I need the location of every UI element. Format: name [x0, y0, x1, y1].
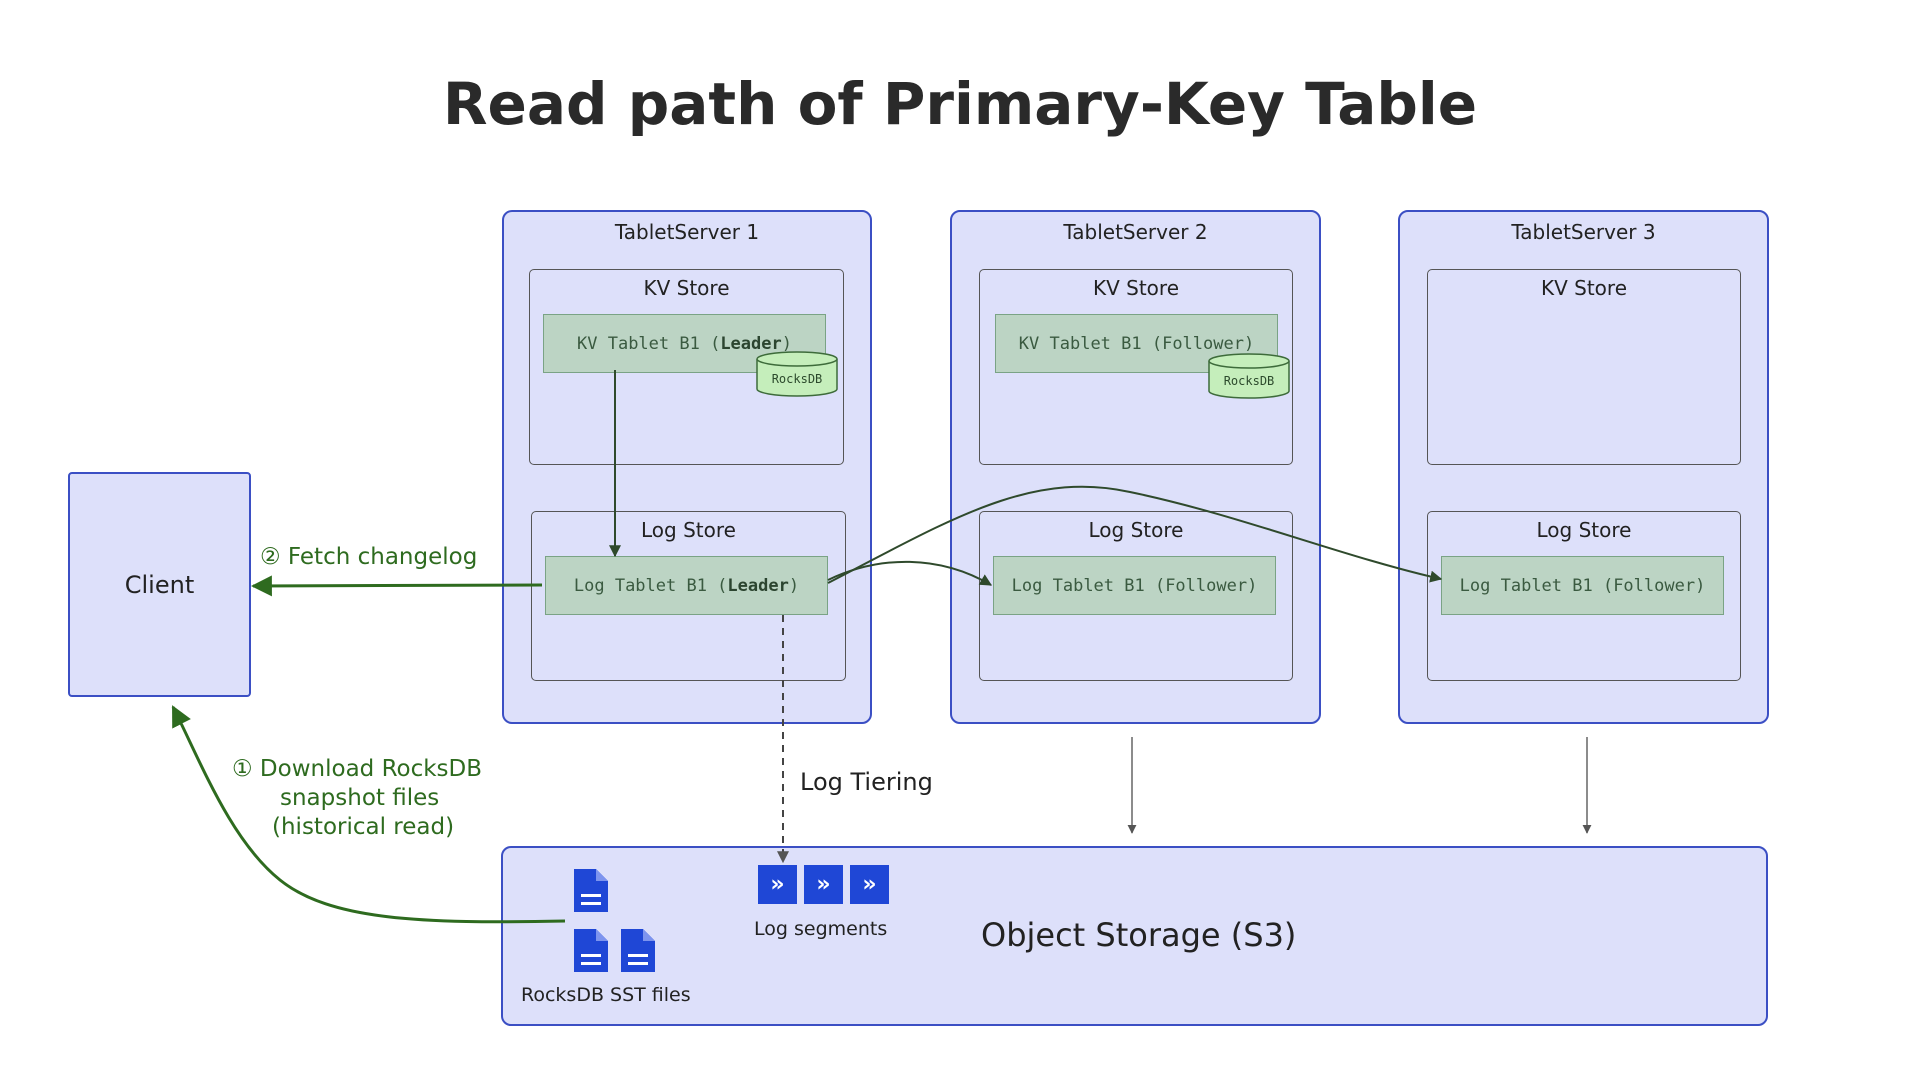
sst-file-icon-3	[621, 929, 655, 972]
page-title: Read path of Primary-Key Table	[442, 70, 1478, 138]
log-tablet-follower-2-label: Log Tablet B1 (Follower)	[1011, 575, 1258, 596]
rocksdb-label-2: RocksDB	[1224, 374, 1275, 388]
rocksdb-cylinder-2: RocksDB	[1208, 353, 1290, 399]
log-store-3[interactable]: Log Store Log Tablet B1 (Follower)	[1427, 511, 1741, 681]
log-segment-icon-3: »	[850, 865, 889, 904]
log-store-3-label: Log Store	[1536, 518, 1632, 542]
log-store-1-label: Log Store	[641, 518, 736, 542]
download-label-line2: snapshot files	[280, 785, 440, 811]
download-label-line3: (historical read)	[272, 814, 455, 840]
fetch-changelog-arrow	[250, 575, 543, 597]
kv-tablet-leader-role: Leader	[720, 333, 782, 354]
log-store-2[interactable]: Log Store Log Tablet B1 (Follower)	[979, 511, 1293, 681]
kv-store-3[interactable]: KV Store	[1427, 269, 1741, 465]
kv-store-1-label: KV Store	[643, 276, 730, 300]
log-segment-icon-1: »	[758, 865, 797, 904]
tablet-server-2-label: TabletServer 2	[1063, 220, 1208, 244]
download-snapshot-arrow	[171, 705, 566, 924]
client-label: Client	[124, 570, 195, 599]
log-tablet-leader-suffix: )	[788, 575, 800, 596]
kv-store-3-label: KV Store	[1540, 276, 1627, 300]
sst-file-icon-1	[574, 869, 608, 912]
log-store-2-label: Log Store	[1088, 518, 1184, 542]
object-storage-label: Object Storage (S3)	[981, 916, 1297, 954]
log-tablet-leader-prefix: Log Tablet B1 (	[573, 575, 728, 596]
kv-store-2-label: KV Store	[1092, 276, 1179, 300]
tablet-server-3-label: TabletServer 3	[1511, 220, 1656, 244]
kv-tablet-leader-prefix: KV Tablet B1 (	[577, 333, 721, 354]
rocksdb-cylinder-1: RocksDB	[756, 351, 838, 397]
log-tablet-follower-3[interactable]: Log Tablet B1 (Follower)	[1441, 556, 1724, 615]
kv-tablet-leader-suffix: )	[781, 333, 792, 354]
kv-tablet-follower-2-label: KV Tablet B1 (Follower)	[1018, 333, 1255, 354]
log-tiering-label: Log Tiering	[800, 768, 933, 796]
tablet-server-3[interactable]: TabletServer 3 KV Store Log Store Log Ta…	[1398, 210, 1769, 724]
replication-arrow-2	[827, 560, 993, 586]
tablet-server-2[interactable]: TabletServer 2 KV Store KV Tablet B1 (Fo…	[950, 210, 1321, 724]
log-segment-icon-2: »	[804, 865, 843, 904]
fetch-changelog-label: ② Fetch changelog	[260, 544, 478, 570]
object-storage[interactable]: Object Storage (S3) RocksDB SST files Lo…	[501, 846, 1768, 1026]
sst-file-icon-2	[574, 929, 608, 972]
sst-files-label: RocksDB SST files	[521, 984, 691, 1006]
log-tablet-follower-3-label: Log Tablet B1 (Follower)	[1459, 575, 1706, 596]
client-box[interactable]: Client	[68, 472, 251, 697]
log-store-1[interactable]: Log Store Log Tablet B1 (Leader)	[531, 511, 846, 681]
log-tablet-leader[interactable]: Log Tablet B1 (Leader)	[545, 556, 828, 615]
kv-tablet-follower-2[interactable]: KV Tablet B1 (Follower)	[995, 314, 1278, 373]
log-tablet-follower-2[interactable]: Log Tablet B1 (Follower)	[993, 556, 1276, 615]
replication-arrow-3	[827, 485, 1443, 584]
kv-tablet-leader[interactable]: KV Tablet B1 (Leader)	[543, 314, 826, 373]
tablet-server-1-label: TabletServer 1	[614, 220, 760, 244]
tablet-server-1[interactable]: TabletServer 1 KV Store KV Tablet B1 (Le…	[502, 210, 872, 724]
log-tablet-leader-role: Leader	[727, 575, 789, 596]
download-label-line1: ① Download RocksDB	[232, 756, 483, 782]
log-segments-label: Log segments	[754, 918, 888, 940]
rocksdb-label-1: RocksDB	[772, 372, 823, 386]
